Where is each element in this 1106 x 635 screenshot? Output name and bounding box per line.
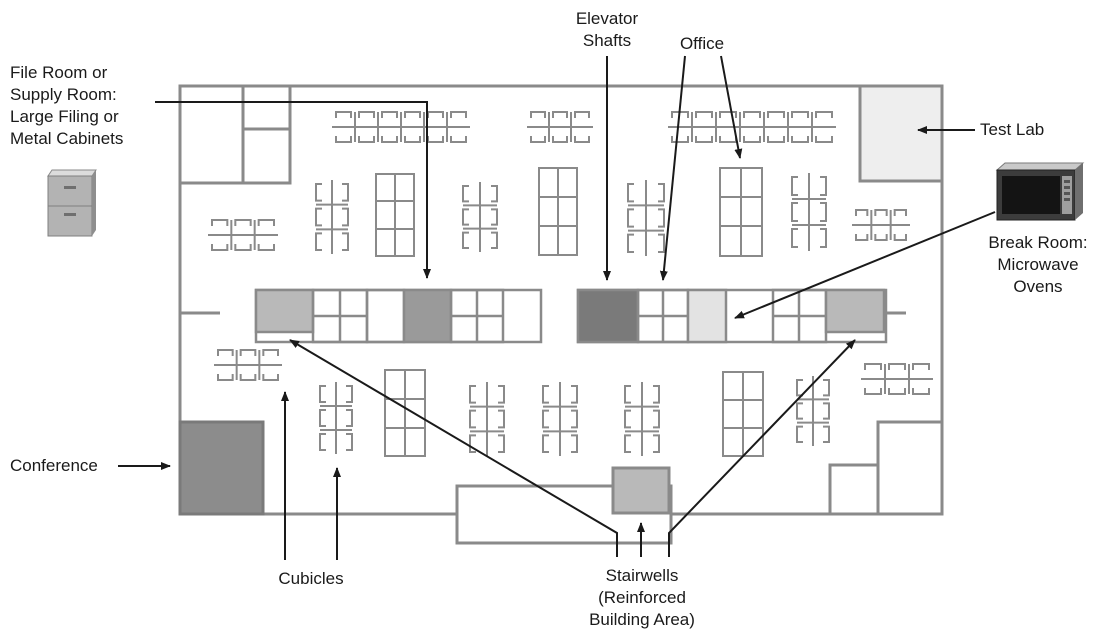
cubicle-cluster — [527, 111, 593, 143]
left-elevator-shaft — [402, 288, 453, 344]
bottom-right-rooms — [828, 420, 944, 516]
cubicle-cluster — [462, 182, 498, 252]
stairwell-arrow-right — [668, 339, 856, 557]
cubicle-cluster — [861, 363, 933, 395]
cubicle-cluster — [542, 382, 578, 456]
right-stairwell — [824, 288, 886, 334]
filing-cabinet-icon — [47, 169, 97, 237]
cubicle-cluster — [852, 209, 910, 241]
annotation-arrows — [118, 55, 996, 560]
cubicle-clusters — [208, 111, 933, 456]
cubicle-cluster — [624, 382, 660, 456]
file-room-arrow — [155, 101, 431, 279]
office-blocks — [375, 167, 764, 457]
cubicle-cluster — [332, 111, 470, 143]
central-core — [254, 288, 888, 344]
test-lab-label: Test Lab — [980, 120, 1045, 139]
break-room — [686, 288, 728, 344]
break-room-label: Break Room: Microwave Ovens — [988, 233, 1088, 296]
bottom-stairwell-area — [455, 466, 673, 545]
stairwell-arrow-left — [289, 339, 618, 557]
break-room-arrow — [734, 211, 996, 319]
cubicle-cluster — [796, 376, 830, 446]
file-room-label: File Room or Supply Room: Large Filing o… — [10, 63, 124, 148]
right-elevator-shaft — [576, 288, 640, 344]
cubicle-cluster — [469, 382, 505, 456]
office-arrow-right — [720, 55, 743, 159]
test-lab-room — [858, 84, 944, 183]
office-arrow-left — [659, 55, 686, 281]
cubicle-cluster — [315, 180, 349, 254]
cubicle-cluster — [214, 349, 282, 381]
file-room — [178, 84, 292, 185]
elevator-shafts-label: Elevator Shafts — [575, 9, 639, 50]
cubicle-cluster — [627, 180, 665, 256]
cubicle-cluster — [668, 111, 836, 143]
left-stairwell — [254, 288, 315, 334]
conference-label: Conference — [10, 456, 98, 475]
cubicle-cluster — [208, 219, 278, 251]
stairwells-label: Stairwells (Reinforced Building Area) — [589, 566, 695, 629]
cubicle-cluster — [319, 382, 353, 454]
microwave-oven-icon — [995, 162, 1085, 221]
conference-room — [178, 420, 265, 516]
office-label: Office — [679, 34, 725, 53]
cubicles-label: Cubicles — [278, 569, 344, 588]
cubicle-cluster — [791, 173, 827, 251]
